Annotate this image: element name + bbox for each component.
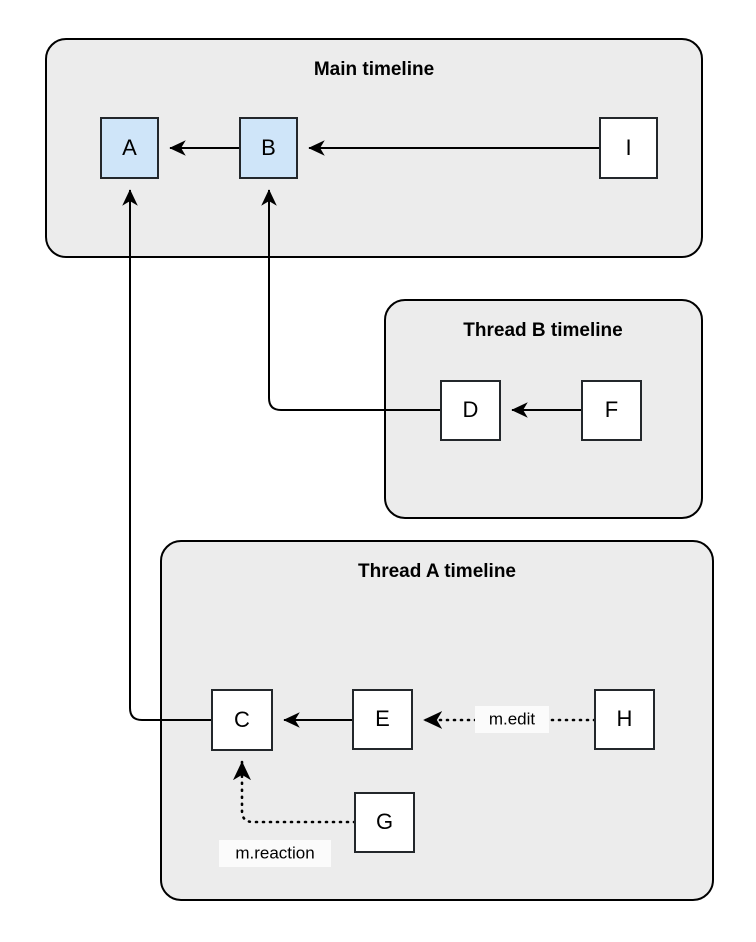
node-g-rect[interactable] — [354, 792, 415, 853]
edge-label-m-reaction: m.reaction — [219, 840, 331, 867]
node-i-rect[interactable] — [599, 117, 658, 179]
group-containers: Main timeline Thread B timeline Thread A… — [45, 38, 714, 901]
node-b-rect[interactable] — [239, 117, 298, 179]
group-main-timeline-title: Main timeline — [314, 59, 434, 80]
node-h[interactable]: H — [594, 689, 655, 750]
node-c-rect[interactable] — [211, 689, 273, 751]
node-i-label: I — [625, 135, 631, 160]
node-i[interactable]: I — [599, 117, 658, 179]
node-f-rect[interactable] — [581, 380, 642, 441]
node-c[interactable]: C — [211, 689, 273, 751]
node-g[interactable]: G — [354, 792, 415, 853]
edge-label-m-edit-text: m.edit — [489, 709, 536, 728]
node-b-label: B — [261, 135, 276, 160]
node-a-label: A — [122, 135, 137, 160]
edge-label-m-reaction-bg — [219, 840, 331, 867]
edge-c-to-a — [122, 189, 212, 721]
node-f[interactable]: F — [581, 380, 642, 441]
node-a[interactable]: A — [100, 117, 159, 179]
edge-g-to-c — [232, 760, 357, 824]
node-e-label: E — [375, 706, 390, 731]
node-f-label: F — [605, 397, 618, 422]
edge-label-m-edit-bg — [475, 706, 549, 733]
node-d-label: D — [463, 397, 479, 422]
edge-label-m-reaction-text: m.reaction — [235, 843, 314, 862]
group-thread-a-timeline-title: Thread A timeline — [358, 561, 516, 582]
node-c-label: C — [234, 707, 250, 732]
node-a-rect[interactable] — [100, 117, 159, 179]
node-h-rect[interactable] — [594, 689, 655, 750]
edge-label-m-edit: m.edit — [475, 706, 549, 733]
node-e[interactable]: E — [352, 689, 413, 750]
node-g-label: G — [376, 809, 393, 834]
group-thread-b-timeline-title: Thread B timeline — [463, 320, 622, 341]
nodes: A B I D F C E — [100, 117, 658, 853]
node-b[interactable]: B — [239, 117, 298, 179]
node-h-label: H — [617, 706, 633, 731]
edge-d-to-b — [261, 189, 441, 411]
edge-labels: m.edit m.reaction — [219, 706, 549, 867]
node-d-rect[interactable] — [440, 380, 501, 441]
node-d[interactable]: D — [440, 380, 501, 441]
node-e-rect[interactable] — [352, 689, 413, 750]
